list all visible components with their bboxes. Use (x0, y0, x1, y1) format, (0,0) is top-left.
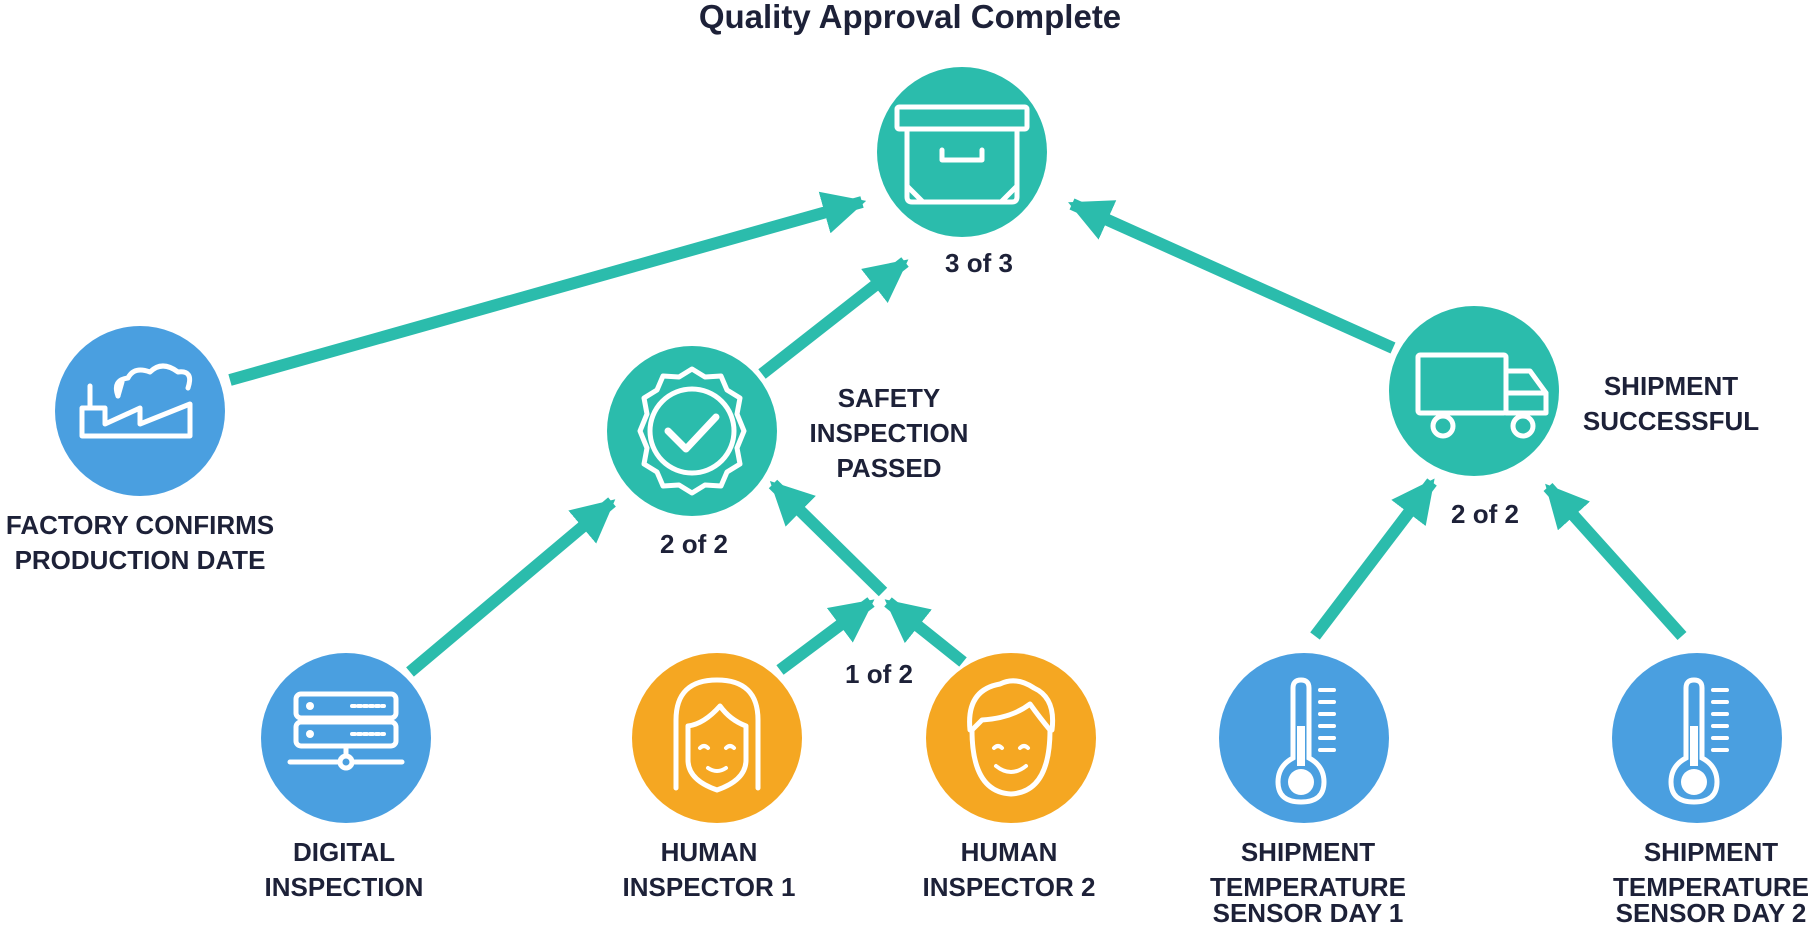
factory-label-line-1: FACTORY CONFIRMS (6, 510, 274, 540)
node-digital (261, 653, 431, 823)
root-count: 3 of 3 (945, 248, 1013, 278)
node-human1 (632, 653, 802, 823)
node-root (877, 67, 1047, 237)
node-sensor2 (1612, 653, 1782, 823)
arrow-sensor1-to-shipment (1310, 478, 1437, 640)
thermometer-icon (1668, 677, 1729, 805)
badge-check-icon (637, 366, 747, 496)
human-group-count: 1 of 2 (845, 659, 913, 689)
node-sensor1 (1219, 653, 1389, 823)
arrow-human2-to-group (884, 597, 967, 667)
safety-label-line-2: INSPECTION (810, 418, 969, 448)
human1-label-line-2: INSPECTOR 1 (623, 872, 796, 902)
arrow-human1-to-group (776, 597, 875, 675)
archive-box-icon (894, 104, 1030, 205)
arrow-group-to-safety (768, 479, 888, 597)
digital-label-line-2: INSPECTION (265, 872, 424, 902)
node-factory (55, 326, 225, 496)
human1-label-line-1: HUMAN (661, 837, 758, 867)
thermometer-icon (1275, 677, 1336, 805)
factory-icon (79, 363, 193, 439)
server-icon (287, 691, 405, 771)
sensor2-label-line-1: SHIPMENT (1644, 837, 1778, 867)
node-shipment (1389, 306, 1559, 476)
arrow-shipment-to-root (1068, 198, 1396, 354)
digital-label-line-1: DIGITAL (293, 837, 395, 867)
factory-label-line-2: PRODUCTION DATE (15, 545, 266, 575)
sensor1-label-line-1: SHIPMENT (1241, 837, 1375, 867)
diagram-title: Quality Approval Complete (699, 0, 1121, 35)
arrow-factory-to-root (228, 191, 867, 386)
safety-label-line-3: PASSED (837, 453, 942, 483)
arrow-sensor2-to-shipment (1543, 482, 1687, 641)
arrow-safety-to-root (758, 257, 909, 379)
girl-face-icon (673, 677, 761, 793)
sensor1-label-line-3: SENSOR DAY 1 (1213, 898, 1404, 928)
sensor2-label-line-2: TEMPERATURE (1613, 872, 1809, 902)
human2-label-line-2: INSPECTOR 2 (923, 872, 1096, 902)
safety-count: 2 of 2 (660, 529, 728, 559)
node-human2 (926, 653, 1096, 823)
human2-label-line-1: HUMAN (961, 837, 1058, 867)
shipment-label-line-2: SUCCESSFUL (1583, 406, 1759, 436)
boy-face-icon (967, 678, 1056, 797)
shipment-label-line-1: SHIPMENT (1604, 371, 1738, 401)
shipment-count: 2 of 2 (1451, 499, 1519, 529)
truck-icon (1415, 352, 1549, 439)
sensor1-label-line-2: TEMPERATURE (1210, 872, 1406, 902)
sensor2-label-line-3: SENSOR DAY 2 (1616, 898, 1807, 928)
arrow-digital-to-safety (406, 497, 616, 677)
node-safety (607, 346, 777, 516)
safety-label-line-1: SAFETY (838, 383, 941, 413)
